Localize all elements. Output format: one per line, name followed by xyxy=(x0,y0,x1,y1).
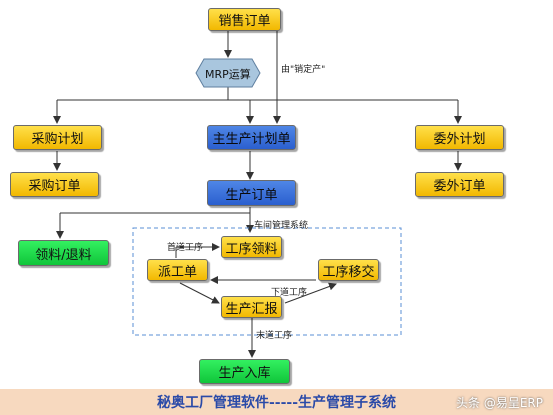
last-process-label: 末道工序 xyxy=(256,331,293,341)
workshop-label: 车间管理系统 xyxy=(254,221,309,231)
outsource-order-box: 委外订单 xyxy=(415,172,504,197)
dispatch-box: 派工单 xyxy=(147,259,208,281)
first-process-label: 首道工序 xyxy=(167,243,204,253)
process-handover-box: 工序移交 xyxy=(318,259,379,281)
mrp-hexagon xyxy=(195,58,261,88)
purchase-order-box: 采购订单 xyxy=(10,172,99,197)
arrow-dispatch-report xyxy=(179,282,220,304)
production-order-box: 生产订单 xyxy=(207,180,296,206)
workshop-frame xyxy=(132,227,402,336)
sales-order-box: 销售订单 xyxy=(208,8,281,31)
footer-title: 秘奥工厂管理软件-----生产管理子系统 xyxy=(156,395,397,411)
outsource-plan-box: 委外计划 xyxy=(415,125,504,150)
footer-bar: 秘奥工厂管理软件-----生产管理子系统 xyxy=(0,389,553,415)
material-issue-box: 领料/退料 xyxy=(18,240,109,266)
process-material-box: 工序领料 xyxy=(221,236,282,258)
next-process-label: 下道工序 xyxy=(271,288,308,298)
arrow-report-handover xyxy=(284,282,337,304)
purchase-plan-box: 采购计划 xyxy=(13,125,102,150)
stock-in-box: 生产入库 xyxy=(199,359,290,384)
master-plan-box: 主生产计划单 xyxy=(207,125,296,150)
mrp-label: MRP运算 xyxy=(205,68,251,81)
watermark: 头条 @易呈ERP xyxy=(456,396,543,410)
production-report-box: 生产汇报 xyxy=(221,296,282,318)
make-to-order-label: 由"销定产" xyxy=(281,65,326,75)
